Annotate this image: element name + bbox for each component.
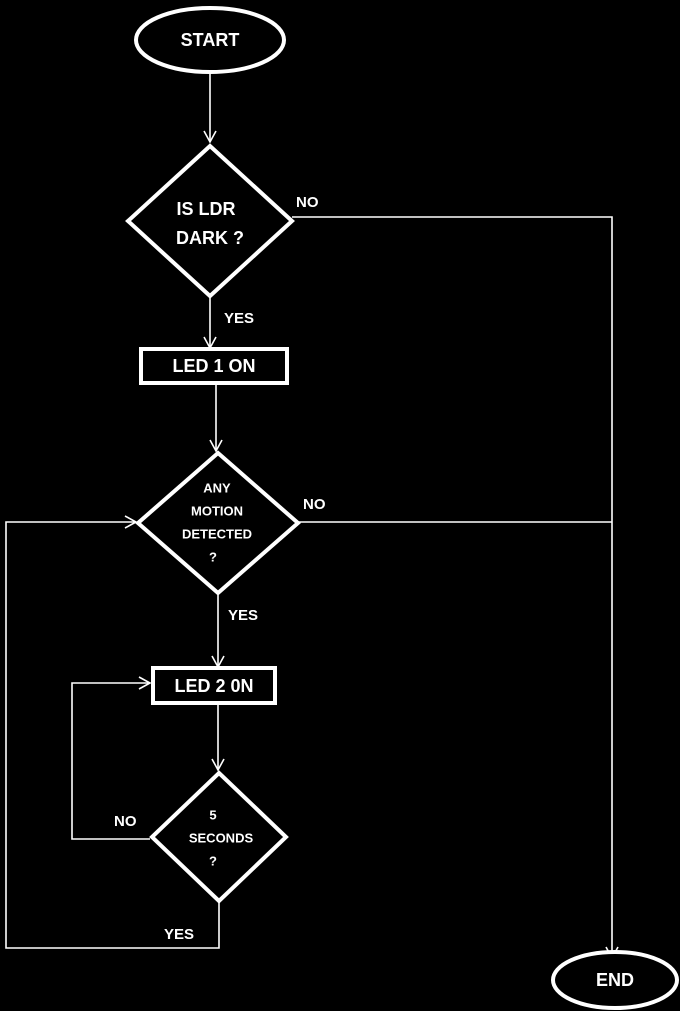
motion-decision-line-2: MOTION xyxy=(191,503,243,518)
start-terminal-shape xyxy=(134,6,286,74)
connector-seconds-yes-loop xyxy=(5,521,220,949)
seconds-decision-line-3: ? xyxy=(209,853,217,868)
seconds-decision-shape xyxy=(149,770,289,904)
arrow-head-start-to-ldr xyxy=(203,130,217,144)
edge-label-motion-yes: YES xyxy=(228,607,258,624)
start-node: START xyxy=(134,6,286,74)
arrow-head-led2-to-seconds xyxy=(211,758,225,772)
edge-label-ldr-no: NO xyxy=(296,194,319,211)
arrow-head-seconds-no-loop xyxy=(138,676,152,690)
arrow-head-led1-to-motion xyxy=(209,439,223,453)
led1-label: LED 1 ON xyxy=(172,356,255,376)
arrow-head-seconds-yes-loop xyxy=(124,515,138,529)
led2-process-shape xyxy=(151,666,277,705)
edge-label-ldr-yes: YES xyxy=(224,310,254,327)
connector-ldr-no-to-end xyxy=(292,216,613,958)
start-label: START xyxy=(181,30,240,50)
connector-seconds-no-loop xyxy=(71,682,150,840)
led1-process-shape xyxy=(139,347,289,385)
edge-labels: NO YES NO YES NO YES xyxy=(114,194,326,943)
edge-label-motion-no: NO xyxy=(303,496,326,513)
motion-decision-node: ANY MOTION DETECTED ? xyxy=(134,450,302,596)
seconds-decision-node: 5 SECONDS ? xyxy=(149,770,289,904)
edge-label-seconds-no: NO xyxy=(114,813,137,830)
motion-decision-line-4: ? xyxy=(209,549,217,564)
seconds-decision-line-2: SECONDS xyxy=(189,830,254,845)
edge-label-seconds-yes: YES xyxy=(164,926,194,943)
end-terminal-shape xyxy=(551,950,679,1010)
ldr-decision-line-1: IS LDR xyxy=(176,199,235,219)
end-node: END xyxy=(551,950,679,1010)
ldr-decision-shape xyxy=(125,143,295,299)
ldr-decision-line-2: DARK ? xyxy=(176,228,244,248)
motion-decision-line-3: DETECTED xyxy=(182,526,252,541)
end-label: END xyxy=(596,970,634,990)
seconds-decision-line-1: 5 xyxy=(209,807,216,822)
ldr-decision-node: IS LDR DARK ? xyxy=(125,143,295,299)
led2-process-node: LED 2 0N xyxy=(151,666,277,705)
motion-decision-line-1: ANY xyxy=(203,480,231,495)
motion-decision-shape xyxy=(134,450,302,596)
led2-label: LED 2 0N xyxy=(174,676,253,696)
led1-process-node: LED 1 ON xyxy=(139,347,289,385)
